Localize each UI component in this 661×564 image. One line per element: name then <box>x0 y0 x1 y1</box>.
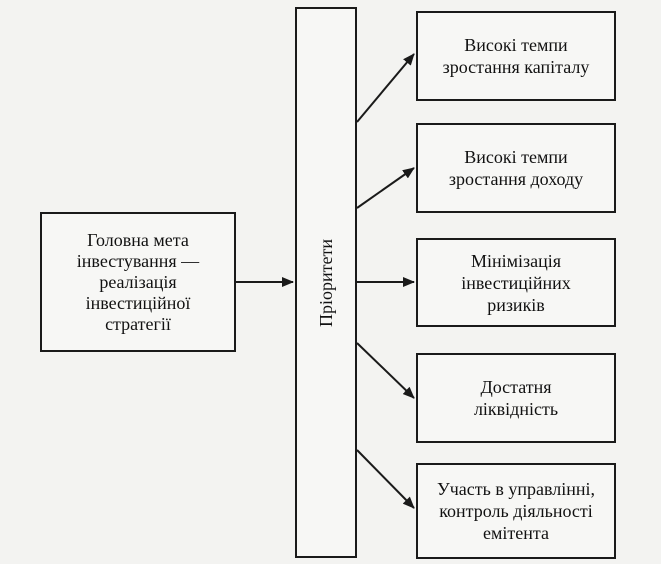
goal-text: Високі темпи зростання капіталу <box>442 35 590 77</box>
main-goal-box: Головна мета інвестування — реалізація і… <box>40 212 236 352</box>
goal-text: Участь в управлінні, контроль діяльності… <box>437 479 595 543</box>
goal-box-capital-growth: Високі темпи зростання капіталу <box>416 11 616 101</box>
goal-text: Високі темпи зростання доходу <box>448 147 584 189</box>
goal-box-risk-minimization: Мінімізація інвестиційних ризиків <box>416 238 616 327</box>
arrow-to-goal-liquidity <box>356 342 415 399</box>
arrow-to-goal-capital <box>356 53 415 123</box>
goal-box-liquidity: Достатня ліквідність <box>416 353 616 443</box>
priorities-label: Пріоритети <box>316 238 336 327</box>
goal-text: Мінімізація інвестиційних ризиків <box>461 250 571 315</box>
arrow-to-goal-income <box>356 167 415 209</box>
priorities-box: Пріоритети <box>295 7 357 558</box>
goal-text: Достатня ліквідність <box>473 377 559 419</box>
main-goal-text: Головна мета інвестування — реалізація і… <box>76 229 200 334</box>
goal-box-management-participation: Участь в управлінні, контроль діяльності… <box>416 463 616 559</box>
goal-box-income-growth: Високі темпи зростання доходу <box>416 123 616 213</box>
arrow-to-goal-management <box>356 449 415 509</box>
